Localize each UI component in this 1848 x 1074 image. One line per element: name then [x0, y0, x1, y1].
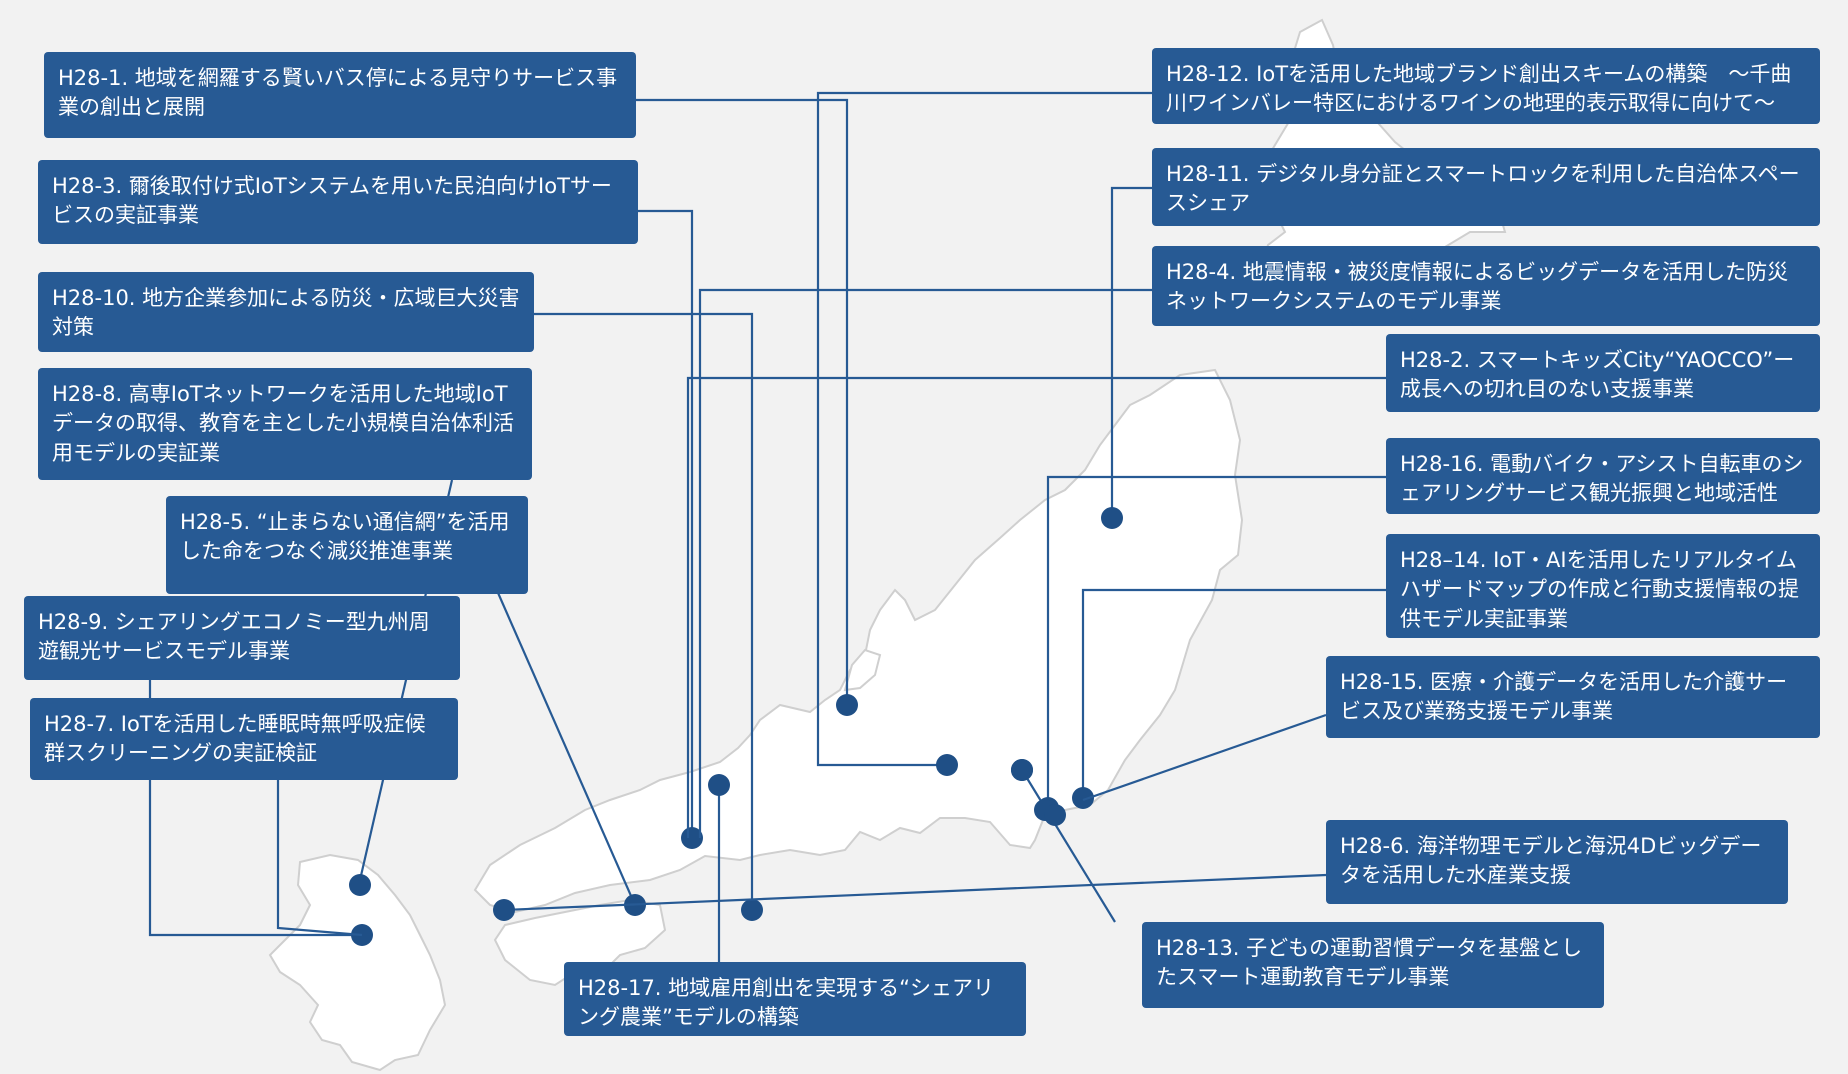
project-box-h28-1[interactable]: H28-1. 地域を網羅する賢いバス停による見守りサービス事業の創出と展開 — [44, 52, 636, 138]
connector-line-h28-1 — [636, 98, 849, 705]
connector-line-h28-4 — [698, 288, 1152, 838]
location-marker-tokyo-1[interactable] — [1044, 804, 1066, 826]
location-marker-h28-3[interactable] — [681, 827, 703, 849]
project-box-h28-12[interactable]: H28-12. IoTを活用した地域ブランド創出スキームの構築 ～千曲川ワインバ… — [1152, 48, 1820, 124]
connector-line-h28-2 — [686, 376, 1386, 838]
project-box-h28-8[interactable]: H28-8. 高専IoTネットワークを活用した地域IoTデータの取得、教育を主と… — [38, 368, 532, 480]
connector-line-h28-10 — [534, 312, 754, 910]
connector-line-h28-5 — [486, 569, 637, 906]
location-marker-h28-14[interactable] — [1072, 787, 1094, 809]
project-box-h28-3[interactable]: H28-3. 爾後取付け式IoTシステムを用いた民泊向けIoTサービスの実証事業 — [38, 160, 638, 244]
connector-line-h28-16 — [1046, 475, 1386, 808]
kyushu-landmass — [268, 853, 447, 1072]
project-box-h28-9[interactable]: H28-9. シェアリングエコノミー型九州周遊観光サービスモデル事業 — [24, 596, 460, 680]
project-box-h28-4[interactable]: H28-4. 地震情報・被災度情報によるビッグデータを活用した防災ネットワークシ… — [1152, 246, 1820, 326]
noto-peninsula — [843, 648, 882, 692]
connector-line-h28-3 — [638, 209, 694, 838]
connector-line-h28-15 — [1082, 713, 1327, 802]
project-box-h28-11[interactable]: H28-11. デジタル身分証とスマートロックを利用した自治体スペースシェア — [1152, 148, 1820, 226]
location-marker-h28-12[interactable] — [936, 754, 958, 776]
connector-line-h28-13 — [1021, 769, 1116, 923]
project-box-h28-13[interactable]: H28-13. 子どもの運動習慣データを基盤としたスマート運動教育モデル事業 — [1142, 922, 1604, 1008]
location-marker-tokyo-2[interactable] — [1011, 759, 1033, 781]
connector-line-h28-14 — [1081, 588, 1386, 798]
project-box-h28-6[interactable]: H28-6. 海洋物理モデルと海況4Dビッグデータを活用した水産業支援 — [1326, 820, 1788, 904]
connector-line-h28-6 — [503, 873, 1327, 912]
shikoku-landmass — [493, 898, 667, 987]
location-marker-h28-11[interactable] — [1101, 507, 1123, 529]
project-box-h28-17[interactable]: H28-17. 地域雇用創出を実現する“シェアリング農業”モデルの構築 — [564, 962, 1026, 1036]
location-marker-h28-17[interactable] — [708, 774, 730, 796]
project-box-h28-7[interactable]: H28-7. IoTを活用した睡眠時無呼吸症候群スクリーニングの実証検証 — [30, 698, 458, 780]
project-box-h28-15[interactable]: H28-15. 医療・介護データを活用した介護サービス及び業務支援モデル事業 — [1326, 656, 1820, 738]
project-box-h28-2[interactable]: H28-2. スマートキッズCity“YAOCCO”ー成長への切れ目のない支援事… — [1386, 334, 1820, 412]
location-marker-h28-6[interactable] — [493, 899, 515, 921]
project-box-h28-5[interactable]: H28-5. “止まらない通信網”を活用した命をつなぐ減災推進事業 — [166, 496, 528, 594]
location-marker-h28-1[interactable] — [836, 694, 858, 716]
location-marker-h28-8[interactable] — [349, 874, 371, 896]
honshu-landmass — [473, 368, 1244, 914]
project-box-h28-16[interactable]: H28-16. 電動バイク・アシスト自転車のシェアリングサービス観光振興と地域活… — [1386, 438, 1820, 514]
connector-line-h28-12 — [816, 91, 1152, 767]
project-box-h28-10[interactable]: H28-10. 地方企業参加による防災・広域巨大災害対策 — [38, 272, 534, 352]
connector-line-h28-7 — [276, 780, 363, 937]
project-box-h28-14[interactable]: H28–14. IoT・AIを活用したリアルタイムハザードマップの作成と行動支援… — [1386, 534, 1820, 638]
location-marker-h28-10[interactable] — [741, 899, 763, 921]
connector-line-h28-11 — [1110, 186, 1152, 518]
